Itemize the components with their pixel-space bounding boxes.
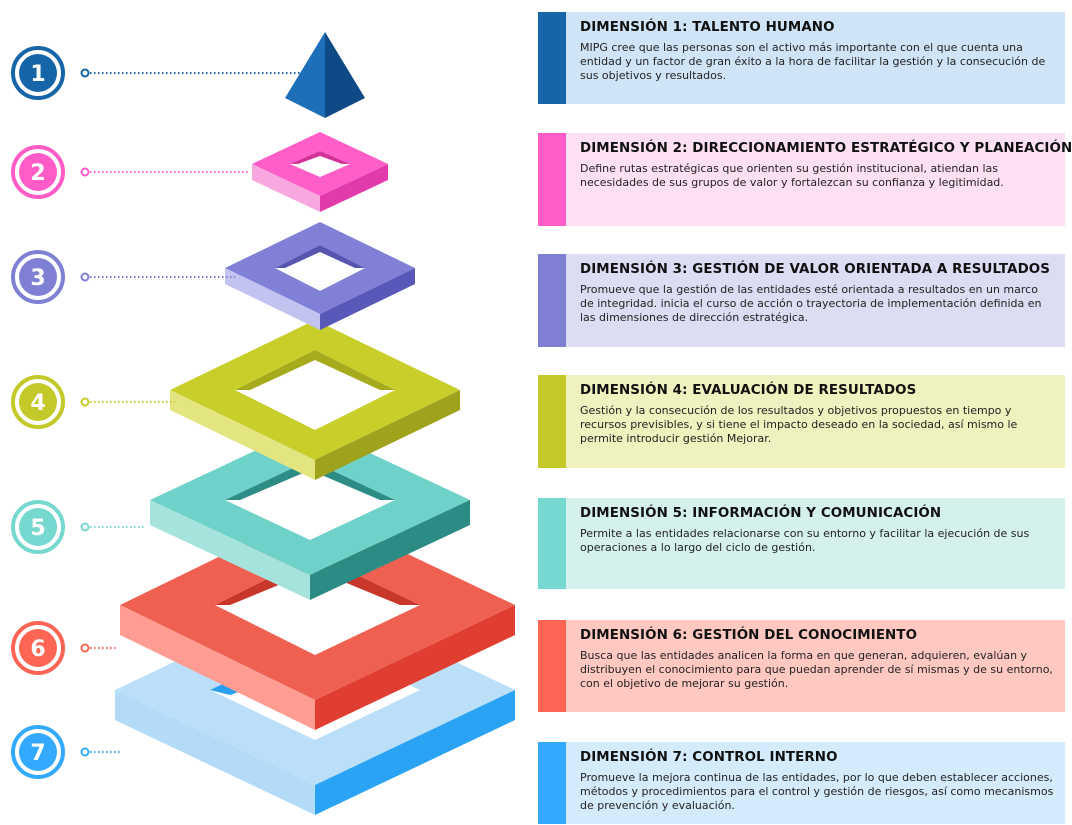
marker-number: 2	[30, 161, 45, 186]
dimension-card-5: DIMENSIÓN 5: INFORMACIÓN Y COMUNICACIÓN P…	[538, 498, 1065, 589]
connector-dot	[80, 522, 90, 532]
dimension-marker-3: 3	[11, 250, 235, 304]
dimension-title: DIMENSIÓN 1: TALENTO HUMANO	[580, 20, 835, 35]
card-accent-stripe	[538, 742, 566, 824]
dimension-card-2: DIMENSIÓN 2: DIRECCIONAMIENTO ESTRATÉGIC…	[538, 133, 1072, 226]
pyramid-layer-5	[150, 425, 470, 600]
card-accent-stripe	[538, 375, 566, 468]
marker-disc	[19, 153, 57, 191]
marker-number: 7	[30, 741, 45, 766]
marker-disc	[19, 733, 57, 771]
card-accent-stripe	[538, 620, 566, 712]
marker-disc	[19, 54, 57, 92]
card-accent-stripe	[538, 498, 566, 589]
dimension-title: DIMENSIÓN 6: GESTIÓN DEL CONOCIMIENTO	[580, 628, 918, 643]
dimension-description: Busca que las entidades analicen la form…	[580, 649, 1053, 690]
pyramid-layer-4	[170, 320, 460, 480]
dimension-title: DIMENSIÓN 3: GESTIÓN DE VALOR ORIENTADA …	[580, 262, 1051, 277]
pyramid-layer-2	[252, 132, 388, 212]
dimension-marker-4: 4	[11, 375, 175, 429]
marker-number: 3	[30, 266, 45, 291]
dimension-marker-7: 7	[11, 725, 120, 779]
dimension-card-3: DIMENSIÓN 3: GESTIÓN DE VALOR ORIENTADA …	[538, 254, 1065, 347]
pyramid-illustration	[115, 32, 515, 815]
dimension-marker-6: 6	[11, 621, 118, 675]
number-markers: 1 2 3 4 5 6 7	[11, 46, 300, 779]
dimension-description: Gestión y la consecución de los resultad…	[580, 404, 1018, 445]
marker-disc	[19, 629, 57, 667]
card-accent-stripe	[538, 254, 566, 347]
marker-number: 1	[30, 62, 45, 87]
connector-dot	[80, 272, 90, 282]
card-accent-stripe	[538, 133, 566, 226]
pyramid-layer-3	[225, 222, 415, 330]
dimension-marker-1: 1	[11, 46, 300, 100]
marker-disc	[19, 383, 57, 421]
marker-number: 4	[30, 391, 45, 416]
dimension-title: DIMENSIÓN 5: INFORMACIÓN Y COMUNICACIÓN	[580, 506, 942, 521]
pyramid-layer-6	[120, 510, 515, 730]
connector-dot	[80, 643, 90, 653]
dimension-card-4: DIMENSIÓN 4: EVALUACIÓN DE RESULTADOS Ges…	[538, 375, 1065, 468]
connector-dot	[80, 747, 90, 757]
dimension-marker-2: 2	[11, 145, 250, 199]
dimension-card-1: DIMENSIÓN 1: TALENTO HUMANO MIPG cree que…	[538, 12, 1065, 104]
dimension-description: Promueve la mejora continua de las entid…	[580, 771, 1054, 812]
dimension-card-6: DIMENSIÓN 6: GESTIÓN DEL CONOCIMIENTO Bus…	[538, 620, 1065, 712]
dimension-description: Define rutas estratégicas que orienten s…	[580, 162, 1004, 189]
marker-disc	[19, 258, 57, 296]
marker-number: 5	[30, 516, 45, 541]
connector-dot	[80, 68, 90, 78]
card-accent-stripe	[538, 12, 566, 104]
connector-dot	[80, 167, 90, 177]
dimension-description: MIPG cree que las personas son el activo…	[580, 41, 1046, 82]
connector-dot	[80, 397, 90, 407]
marker-number: 6	[30, 637, 45, 662]
marker-disc	[19, 508, 57, 546]
pyramid-layer-1	[285, 32, 365, 118]
dimension-marker-5: 5	[11, 500, 145, 554]
dimension-title: DIMENSIÓN 7: CONTROL INTERNO	[580, 750, 838, 765]
dimension-title: DIMENSIÓN 4: EVALUACIÓN DE RESULTADOS	[580, 383, 917, 398]
dimension-card-7: DIMENSIÓN 7: CONTROL INTERNO Promueve la …	[538, 742, 1065, 824]
dimension-description: Promueve que la gestión de las entidades…	[580, 283, 1042, 324]
dimension-description: Permite a las entidades relacionarse con…	[580, 527, 1030, 554]
dimension-title: DIMENSIÓN 2: DIRECCIONAMIENTO ESTRATÉGIC…	[580, 141, 1072, 156]
